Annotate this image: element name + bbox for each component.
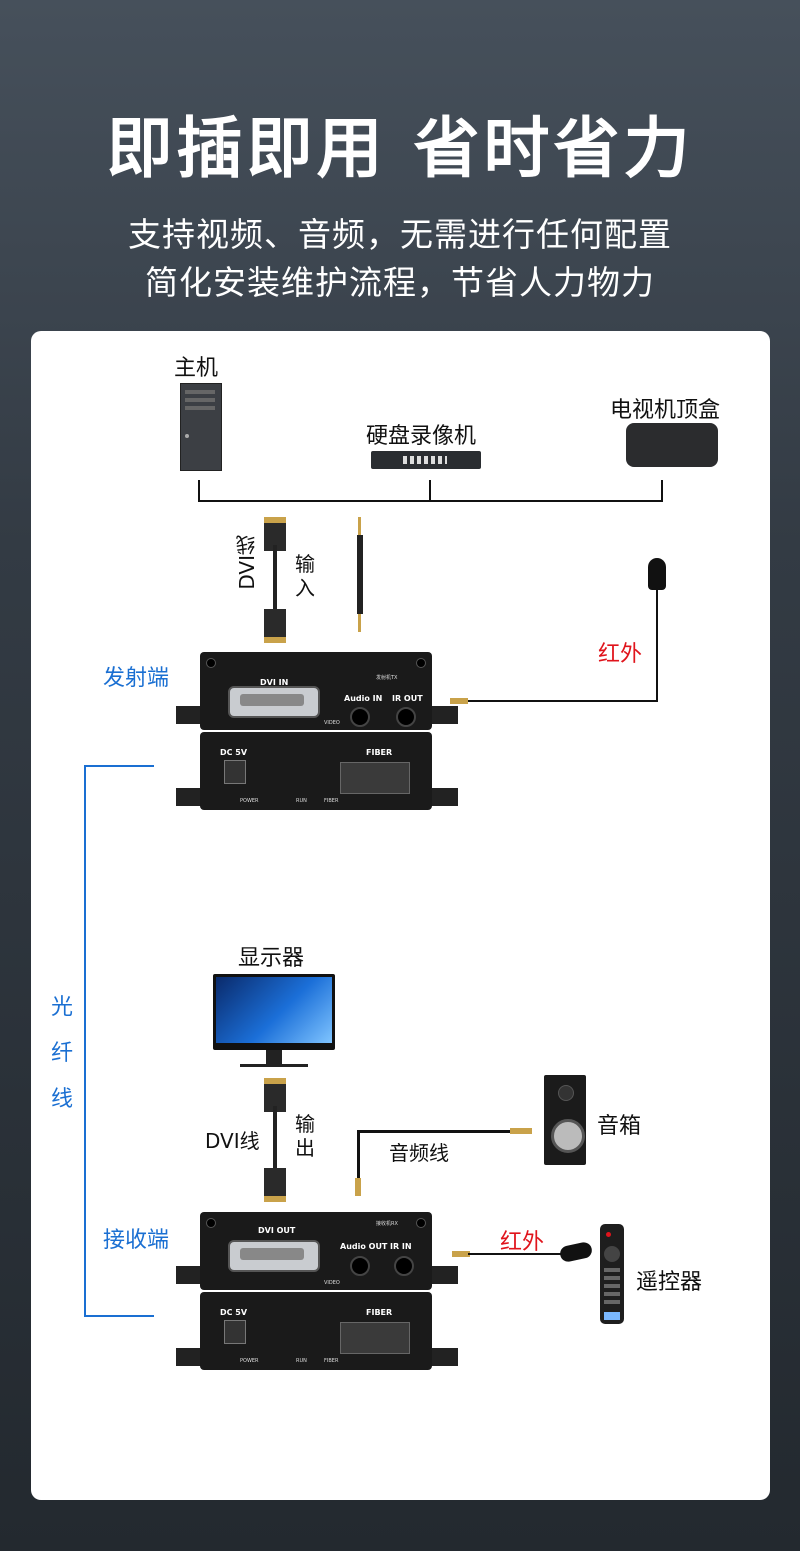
tx-fiber-port — [340, 762, 410, 794]
fiber-label: 光纤线 — [51, 995, 74, 1112]
tx-run-led: RUN — [296, 798, 307, 804]
transmitter-label: 发射端 — [103, 666, 170, 691]
remote-label: 遥控器 — [636, 1270, 703, 1295]
tx-model-label: 发射机TX — [376, 675, 398, 681]
dvi-cable-bottom-icon — [262, 1078, 288, 1202]
rx-run-led: RUN — [296, 1358, 307, 1364]
dvr-label: 硬盘录像机 — [366, 424, 477, 449]
rx-fiber-label: FIBER — [366, 1308, 393, 1317]
tx-dvi-label: DVI IN — [260, 678, 289, 687]
hero-subtitle-2: 简化安装维护流程，节省人力物力 — [145, 263, 655, 302]
tx-audio-jack — [350, 707, 370, 727]
set-top-box-icon — [626, 423, 718, 467]
remote-control-icon — [600, 1224, 624, 1324]
tx-audio-label: Audio IN — [344, 694, 383, 703]
rx-audio-jack — [350, 1256, 370, 1276]
audio-cable-label: 音频线 — [389, 1141, 449, 1165]
tx-dc-label: DC 5V — [220, 748, 248, 757]
host-label: 主机 — [174, 356, 219, 381]
output-label: 输出 — [295, 1112, 315, 1160]
ir-top-label: 红外 — [598, 642, 643, 667]
transmitter-unit: DVI IN 发射机TX Audio IN IR OUT VIDEO DC 5V… — [176, 640, 458, 812]
rx-model-label: 接收机RX — [376, 1221, 398, 1227]
fiber-line — [84, 765, 86, 1316]
dvi-top-label: DVI线 — [235, 535, 259, 590]
rx-audio-label: Audio OUT — [340, 1242, 388, 1251]
tx-fiber-led: FIBER — [324, 798, 339, 804]
audio-cable-icon — [356, 517, 364, 632]
rx-power-led: POWER — [240, 1358, 259, 1364]
monitor-icon — [213, 974, 335, 1050]
hero-subtitle-1: 支持视频、音频，无需进行任何配置 — [128, 215, 672, 254]
tx-video-led: VIDEO — [324, 720, 340, 726]
rx-dvi-port — [228, 1240, 320, 1272]
tx-ir-label: IR OUT — [392, 694, 423, 703]
receiver-unit: DVI OUT 接收机RX Audio OUT IR IN VIDEO DC 5… — [176, 1200, 458, 1372]
ir-receiver-icon — [648, 558, 666, 590]
dvi-bottom-label: DVI线 — [205, 1129, 260, 1153]
rx-fiber-port — [340, 1322, 410, 1354]
input-label: 输入 — [295, 552, 315, 600]
settop-label: 电视机顶盒 — [610, 398, 721, 423]
receiver-label: 接收端 — [103, 1228, 170, 1253]
rx-dc-jack — [224, 1320, 246, 1344]
rx-ir-label: IR IN — [390, 1242, 412, 1251]
rx-dc-label: DC 5V — [220, 1308, 248, 1317]
rx-dvi-label: DVI OUT — [258, 1226, 296, 1235]
ir-bottom-label: 红外 — [500, 1230, 545, 1255]
rx-video-led: VIDEO — [324, 1280, 340, 1286]
tx-power-led: POWER — [240, 798, 259, 804]
rx-fiber-led: FIBER — [324, 1358, 339, 1364]
hero-title: 即插即用 省时省力 — [106, 110, 694, 187]
pc-tower-icon — [180, 383, 222, 471]
tx-fiber-label: FIBER — [366, 748, 393, 757]
dvr-icon — [371, 451, 481, 469]
rx-ir-jack — [394, 1256, 414, 1276]
tx-dc-jack — [224, 760, 246, 784]
tx-dvi-port — [228, 686, 320, 718]
tx-ir-jack — [396, 707, 416, 727]
speaker-icon — [544, 1075, 586, 1165]
dvi-cable-icon — [262, 517, 288, 643]
monitor-label: 显示器 — [238, 946, 305, 971]
speaker-label: 音箱 — [597, 1114, 642, 1139]
